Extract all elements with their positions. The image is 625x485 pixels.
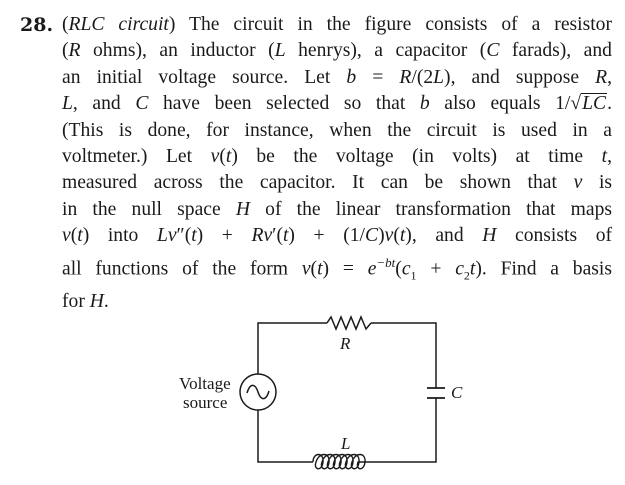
wire-top-right — [371, 322, 437, 388]
text-line-4: L, and C have been selected so that b al… — [62, 93, 612, 115]
wire-right-bottom — [380, 398, 437, 463]
text-line-6: voltmeter.) Let v(t) be the voltage (in … — [62, 146, 612, 168]
capacitor-plates-icon — [427, 387, 445, 399]
problem-text: (RLC circuit) The circuit in the figure … — [62, 12, 612, 315]
voltage-source-label-line2: source — [183, 393, 228, 412]
resistor-label: R — [340, 334, 351, 353]
ac-voltage-source-icon — [239, 373, 277, 411]
inductor-coil-icon — [312, 453, 380, 470]
voltage-source-label-line1: Voltage — [179, 374, 231, 393]
text-line-2: (R ohms), an inductor (L henrys), a capa… — [62, 40, 612, 62]
sqrt-LC: LC — [581, 93, 608, 115]
text-line-8: in the null space H of the linear transf… — [62, 198, 612, 220]
text-line-11: for H. — [62, 290, 109, 312]
text-line-9: v(t) into Lv″(t) + Rv′(t) + (1/C)v(t), a… — [62, 225, 613, 247]
inductor-label: L — [341, 434, 351, 453]
text-line-3: an initial voltage source. Let b = R/(2L… — [62, 66, 612, 88]
text-line-7: measured across the capacitor. It can be… — [62, 172, 613, 194]
capacitor-label: C — [451, 383, 463, 402]
wire-bottom-left — [257, 410, 313, 463]
text-line-5: (This is done, for instance, when the ci… — [62, 119, 612, 141]
problem-number: 28. — [20, 14, 54, 36]
text-line-1: (RLC circuit) The circuit in the figure … — [62, 14, 612, 35]
text-line-10: all functions of the form v(t) = e−bt(c1… — [62, 254, 612, 283]
resistor-zigzag-icon — [326, 315, 372, 331]
wire-left-top — [257, 322, 327, 374]
